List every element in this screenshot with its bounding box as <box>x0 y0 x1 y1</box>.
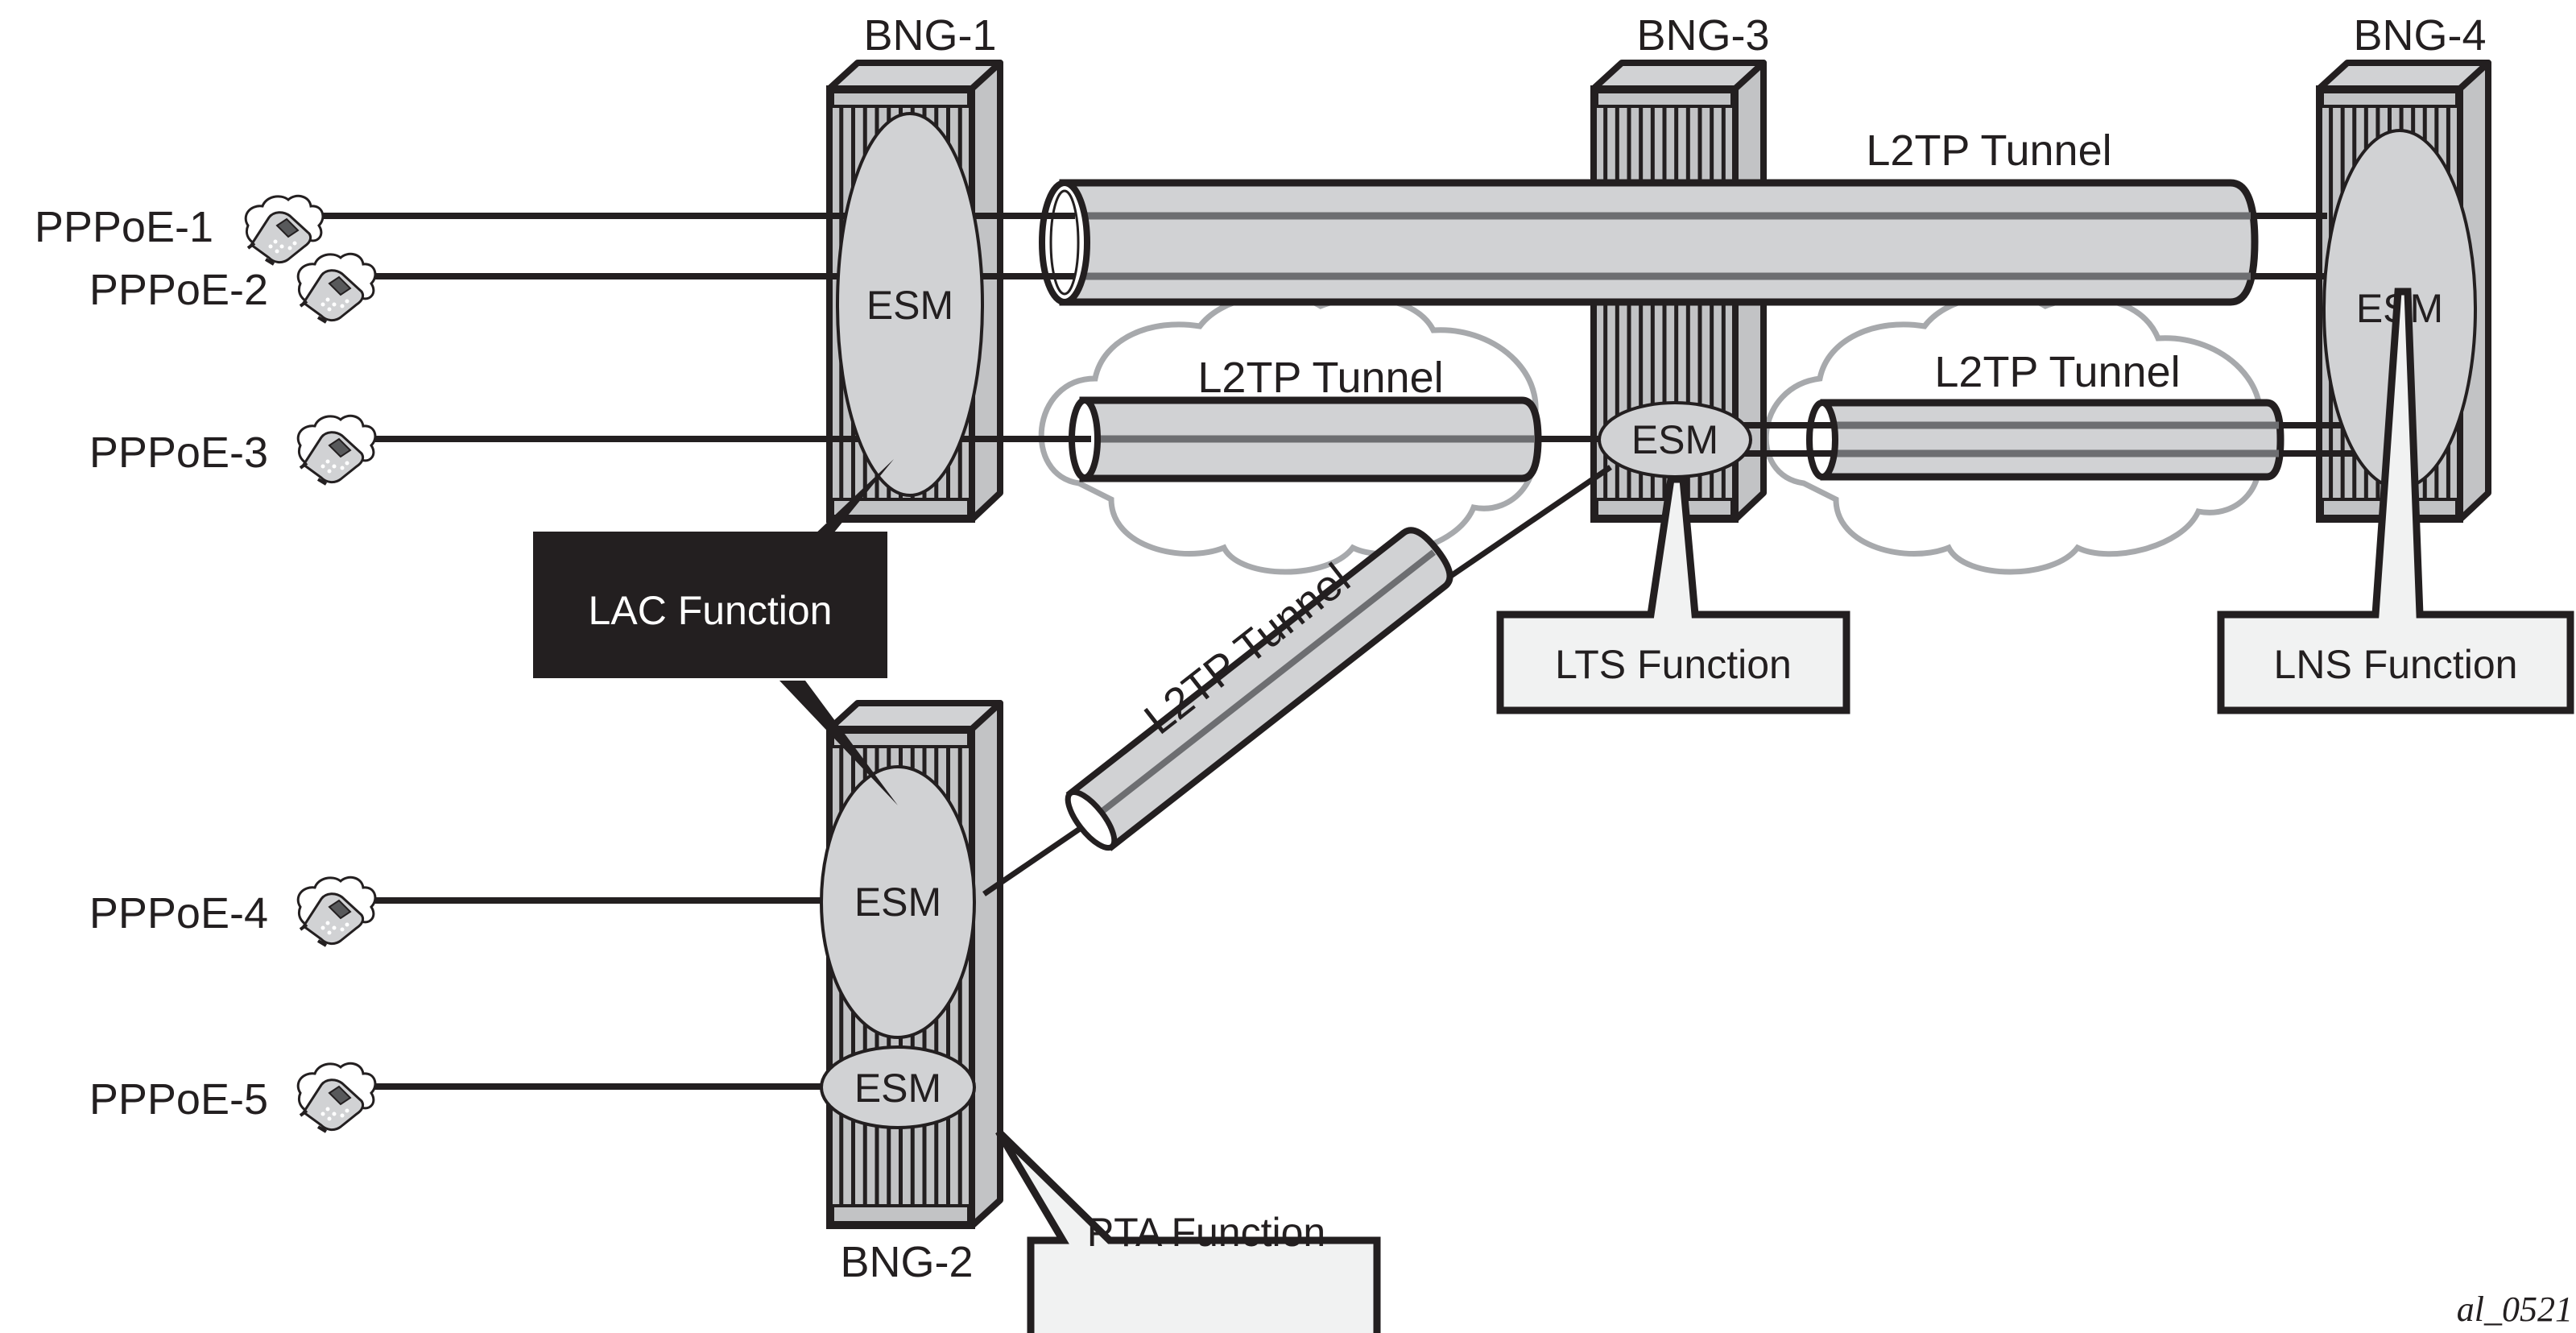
l2tp-tunnel-bng2-bng3[interactable] <box>982 465 1612 896</box>
subscriber-pppoe-4[interactable]: PPPoE-4 <box>89 876 377 947</box>
subscriber-pppoe-5[interactable]: PPPoE-5 <box>89 1062 377 1133</box>
subscriber-pppoe-2[interactable]: PPPoE-2 <box>89 252 377 324</box>
pppoe-2-label: PPPoE-2 <box>89 266 268 314</box>
bng-3-esm[interactable]: ESM <box>1598 401 1752 478</box>
figure-reference-id: al_0521 <box>2457 1290 2573 1329</box>
subscriber-pppoe-3[interactable]: PPPoE-3 <box>89 414 377 486</box>
pppoe-5-label: PPPoE-5 <box>89 1075 268 1124</box>
l2tp-tunnel-bng1-bng4[interactable] <box>972 179 2327 306</box>
phone-cloud-icon <box>244 194 325 266</box>
pppoe-4-label: PPPoE-4 <box>89 889 268 938</box>
esm-label: ESM <box>854 1066 941 1111</box>
bng-1-esm[interactable]: ESM <box>836 112 984 497</box>
pppoe-3-label: PPPoE-3 <box>89 428 268 477</box>
bng-2-esm-lac[interactable]: ESM <box>820 765 976 1039</box>
bng-3-label: BNG-3 <box>1636 11 1769 60</box>
lns-function-callout[interactable]: LNS Function <box>2217 288 2574 714</box>
phone-cloud-icon <box>296 876 377 947</box>
bng-2-label: BNG-2 <box>840 1238 973 1286</box>
bng-2-esm-pta[interactable]: ESM <box>820 1045 976 1129</box>
bng-4-label: BNG-4 <box>2353 11 2486 60</box>
l2tp-tunnel-bng1-bng3[interactable] <box>1069 396 1606 482</box>
l2tp-tunnel-bng3-bng4[interactable] <box>1731 399 2384 481</box>
tunnel-label-right-cloud: L2TP Tunnel <box>1934 348 2180 396</box>
lts-function-label: LTS Function <box>1555 642 1792 687</box>
esm-label: ESM <box>866 283 953 328</box>
bng-1-label: BNG-1 <box>863 11 996 60</box>
esm-label: ESM <box>1631 417 1718 462</box>
phone-cloud-icon <box>296 252 377 324</box>
lac-function-callout[interactable]: LAC Function <box>533 459 898 805</box>
tunnel-label-top: L2TP Tunnel <box>1866 126 2111 175</box>
phone-cloud-icon <box>296 1062 377 1133</box>
lac-function-label: LAC Function <box>589 588 833 633</box>
pppoe-1-label: PPPoE-1 <box>35 203 213 251</box>
lts-function-callout[interactable]: LTS Function <box>1496 475 1850 714</box>
pta-function-label: PTA Function <box>1087 1210 1325 1255</box>
phone-cloud-icon <box>296 414 377 486</box>
access-links <box>318 213 846 1090</box>
esm-label: ESM <box>854 880 941 925</box>
tunnel-label-left-cloud: L2TP Tunnel <box>1197 354 1443 402</box>
lns-function-label: LNS Function <box>2274 642 2518 687</box>
subscriber-pppoe-1[interactable]: PPPoE-1 <box>35 194 325 266</box>
pta-function-callout[interactable]: PTA Function <box>995 1128 1381 1333</box>
